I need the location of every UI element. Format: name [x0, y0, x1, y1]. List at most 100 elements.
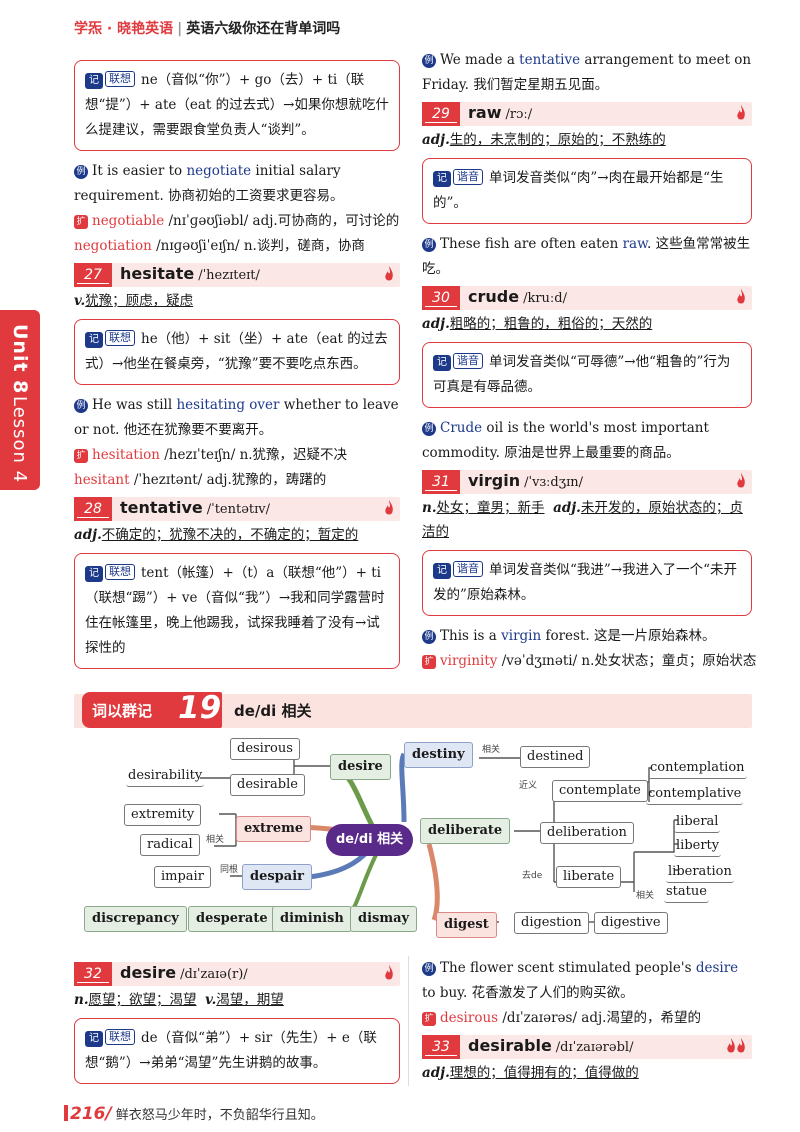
part-of-speech: adj.: [422, 132, 450, 148]
definition-text: 不确定的；犹豫不决的，不确定的；暂定的: [101, 527, 359, 543]
derivative-text: /hezɪˈteɪʃn/ n.犹豫，迟疑不决: [159, 447, 348, 463]
bottom-left-column: 32 desire/dɪˈzaɪə(r)/ n.愿望；欲望；渴望 v.渴望，期望…: [74, 958, 400, 1084]
phonetic: /rɔː/: [505, 107, 533, 122]
mind-node-discrepancy[interactable]: discrepancy: [84, 906, 187, 932]
definition-text: 犹豫；顾虑，疑虑: [85, 293, 194, 309]
mind-node-center[interactable]: de/di 相关: [326, 824, 414, 856]
mind-node-impair[interactable]: impair: [154, 866, 211, 888]
definition-text: 生的，未烹制的；原始的；不熟练的: [449, 132, 666, 148]
example-keyword: Crude: [440, 420, 483, 436]
footer-motto: 鲜衣怒马少年时，不负韶华行且知。: [115, 1108, 324, 1123]
example-text: whether to leave or not. 他还在犹豫要不要离开。: [74, 397, 399, 438]
flame-icon: [737, 105, 745, 120]
derivative-icon: 扩: [422, 1012, 436, 1026]
brand-label: 学炁 · 晓艳英语: [74, 21, 174, 37]
part-of-speech: v.: [205, 992, 217, 1008]
memory-tag: 联想: [105, 71, 135, 87]
word-entry-30[interactable]: 30 crude/kruːd/: [422, 286, 752, 310]
mind-node-diminish[interactable]: diminish: [272, 906, 352, 932]
definition-text: 愿望；欲望；渴望: [88, 992, 197, 1008]
mind-node-deliberate[interactable]: deliberate: [420, 818, 511, 844]
mind-node-desirous[interactable]: desirous: [230, 738, 300, 760]
word-entry-32[interactable]: 32 desire/dɪˈzaɪə(r)/: [74, 962, 400, 986]
headword-text: raw: [468, 103, 502, 122]
derivative-text: /nɪˈɡəʊʃiəbl/ adj.可协商的，可讨论的: [164, 213, 400, 229]
mind-node-deliberation[interactable]: deliberation: [540, 822, 634, 844]
mind-node-despair[interactable]: despair: [242, 864, 312, 890]
mind-node-contemplative[interactable]: contemplative: [646, 784, 744, 805]
example-icon: 例: [74, 399, 88, 413]
headword: virgin/ˈvɜːdʒɪn/: [468, 471, 583, 490]
mind-node-digestive[interactable]: digestive: [594, 912, 668, 934]
mind-node-liberation[interactable]: liberation: [666, 862, 734, 883]
section-badge: 词以群记 19: [82, 690, 222, 728]
derivative-text: /vəˈdʒɪnəti/ n.处女状态；童贞；原始状态: [497, 653, 757, 669]
flame-icon: [385, 500, 393, 515]
mind-node-extremity[interactable]: extremity: [124, 804, 202, 826]
definition-text: 渴望，期望: [216, 992, 284, 1008]
mind-node-liberal[interactable]: liberal: [674, 812, 721, 833]
memory-tag: 谐音: [453, 561, 483, 577]
word-entry-29[interactable]: 29 raw/rɔː/: [422, 102, 752, 126]
mind-node-dismay[interactable]: dismay: [350, 906, 418, 932]
mind-node-radical[interactable]: radical: [140, 834, 200, 856]
part-of-speech: n.: [74, 992, 89, 1008]
word-entry-31[interactable]: 31 virgin/ˈvɜːdʒɪn/: [422, 470, 752, 494]
headword-text: desirable: [468, 1036, 552, 1055]
word-entry-27[interactable]: 27 hesitate/ˈhezɪteɪt/: [74, 263, 400, 287]
word-entry-28[interactable]: 28 tentative/ˈtentətɪv/: [74, 497, 400, 521]
definition-29: adj.生的，未烹制的；原始的；不熟练的: [422, 128, 752, 152]
headword: tentative/ˈtentətɪv/: [120, 498, 270, 517]
example-text: oil is the world's most important commod…: [422, 420, 709, 461]
mind-node-desirability[interactable]: desirability: [126, 766, 205, 787]
section-title: de/di 相关: [234, 702, 312, 720]
memory-tag: 谐音: [453, 353, 483, 369]
mind-node-desperate[interactable]: desperate: [188, 906, 276, 932]
example-keyword: negotiate: [186, 163, 252, 179]
memory-icon: 记: [433, 171, 451, 187]
flame-icon: [737, 289, 745, 304]
section-header: 词以群记 19 de/di 相关: [74, 690, 752, 728]
derivative-icon: 扩: [74, 215, 88, 229]
mind-node-digestion[interactable]: digestion: [514, 912, 589, 934]
column-divider: [408, 956, 409, 1086]
memory-text: tent（帐篷）+（t）a（联想“他”）+ ti（联想“踢”）+ ve（音似“我…: [85, 565, 385, 656]
part-of-speech: adj.: [422, 1065, 450, 1081]
page-number: 216/: [70, 1104, 112, 1124]
example-keyword: hesitating over: [176, 397, 280, 413]
mind-node-statue[interactable]: statue: [664, 882, 709, 903]
mind-node-contemplation[interactable]: contemplation: [648, 758, 747, 779]
mind-node-extreme[interactable]: extreme: [236, 816, 312, 842]
mind-node-desire[interactable]: desire: [330, 754, 391, 780]
example-icon: 例: [422, 54, 436, 68]
section-label: 词以群记: [92, 702, 153, 720]
mind-node-destiny[interactable]: destiny: [404, 742, 473, 768]
memory-box-virgin: 记谐音单词发音类似“我进”→我进入了一个“未开发的”原始森林。: [422, 550, 752, 616]
memory-icon: 记: [433, 355, 451, 371]
derivative-word: negotiation: [74, 238, 152, 254]
mind-node-digest[interactable]: digest: [436, 912, 497, 938]
derivative-word: virginity: [440, 653, 498, 669]
part-of-speech: n.: [422, 500, 437, 516]
mind-node-destined[interactable]: destined: [520, 746, 591, 768]
example-icon: 例: [422, 630, 436, 644]
headword: desire/dɪˈzaɪə(r)/: [120, 963, 248, 982]
mind-node-desirable[interactable]: desirable: [230, 774, 305, 796]
derivative-word: desirous: [440, 1010, 499, 1026]
definition-text: 未开发的，原始状态的；贞洁的: [422, 500, 743, 540]
phonetic: /dɪˈzaɪə(r)/: [180, 967, 248, 982]
word-entry-33[interactable]: 33 desirable/dɪˈzaɪərəbl/: [422, 1035, 752, 1059]
example-text: The flower scent stimulated people's: [440, 960, 696, 976]
side-tab[interactable]: Unit 8 Lesson 4: [0, 310, 40, 490]
example-text: He was still: [92, 397, 177, 413]
phonetic: /ˈvɜːdʒɪn/: [524, 475, 584, 490]
mind-node-contemplate[interactable]: contemplate: [552, 780, 648, 802]
mind-node-liberate[interactable]: liberate: [556, 866, 622, 888]
lesson-label: Lesson 4: [9, 396, 30, 484]
mind-node-liberty[interactable]: liberty: [674, 836, 722, 857]
example-text: initial salary requirement. 协商初始的工资要求更容易…: [74, 163, 344, 204]
